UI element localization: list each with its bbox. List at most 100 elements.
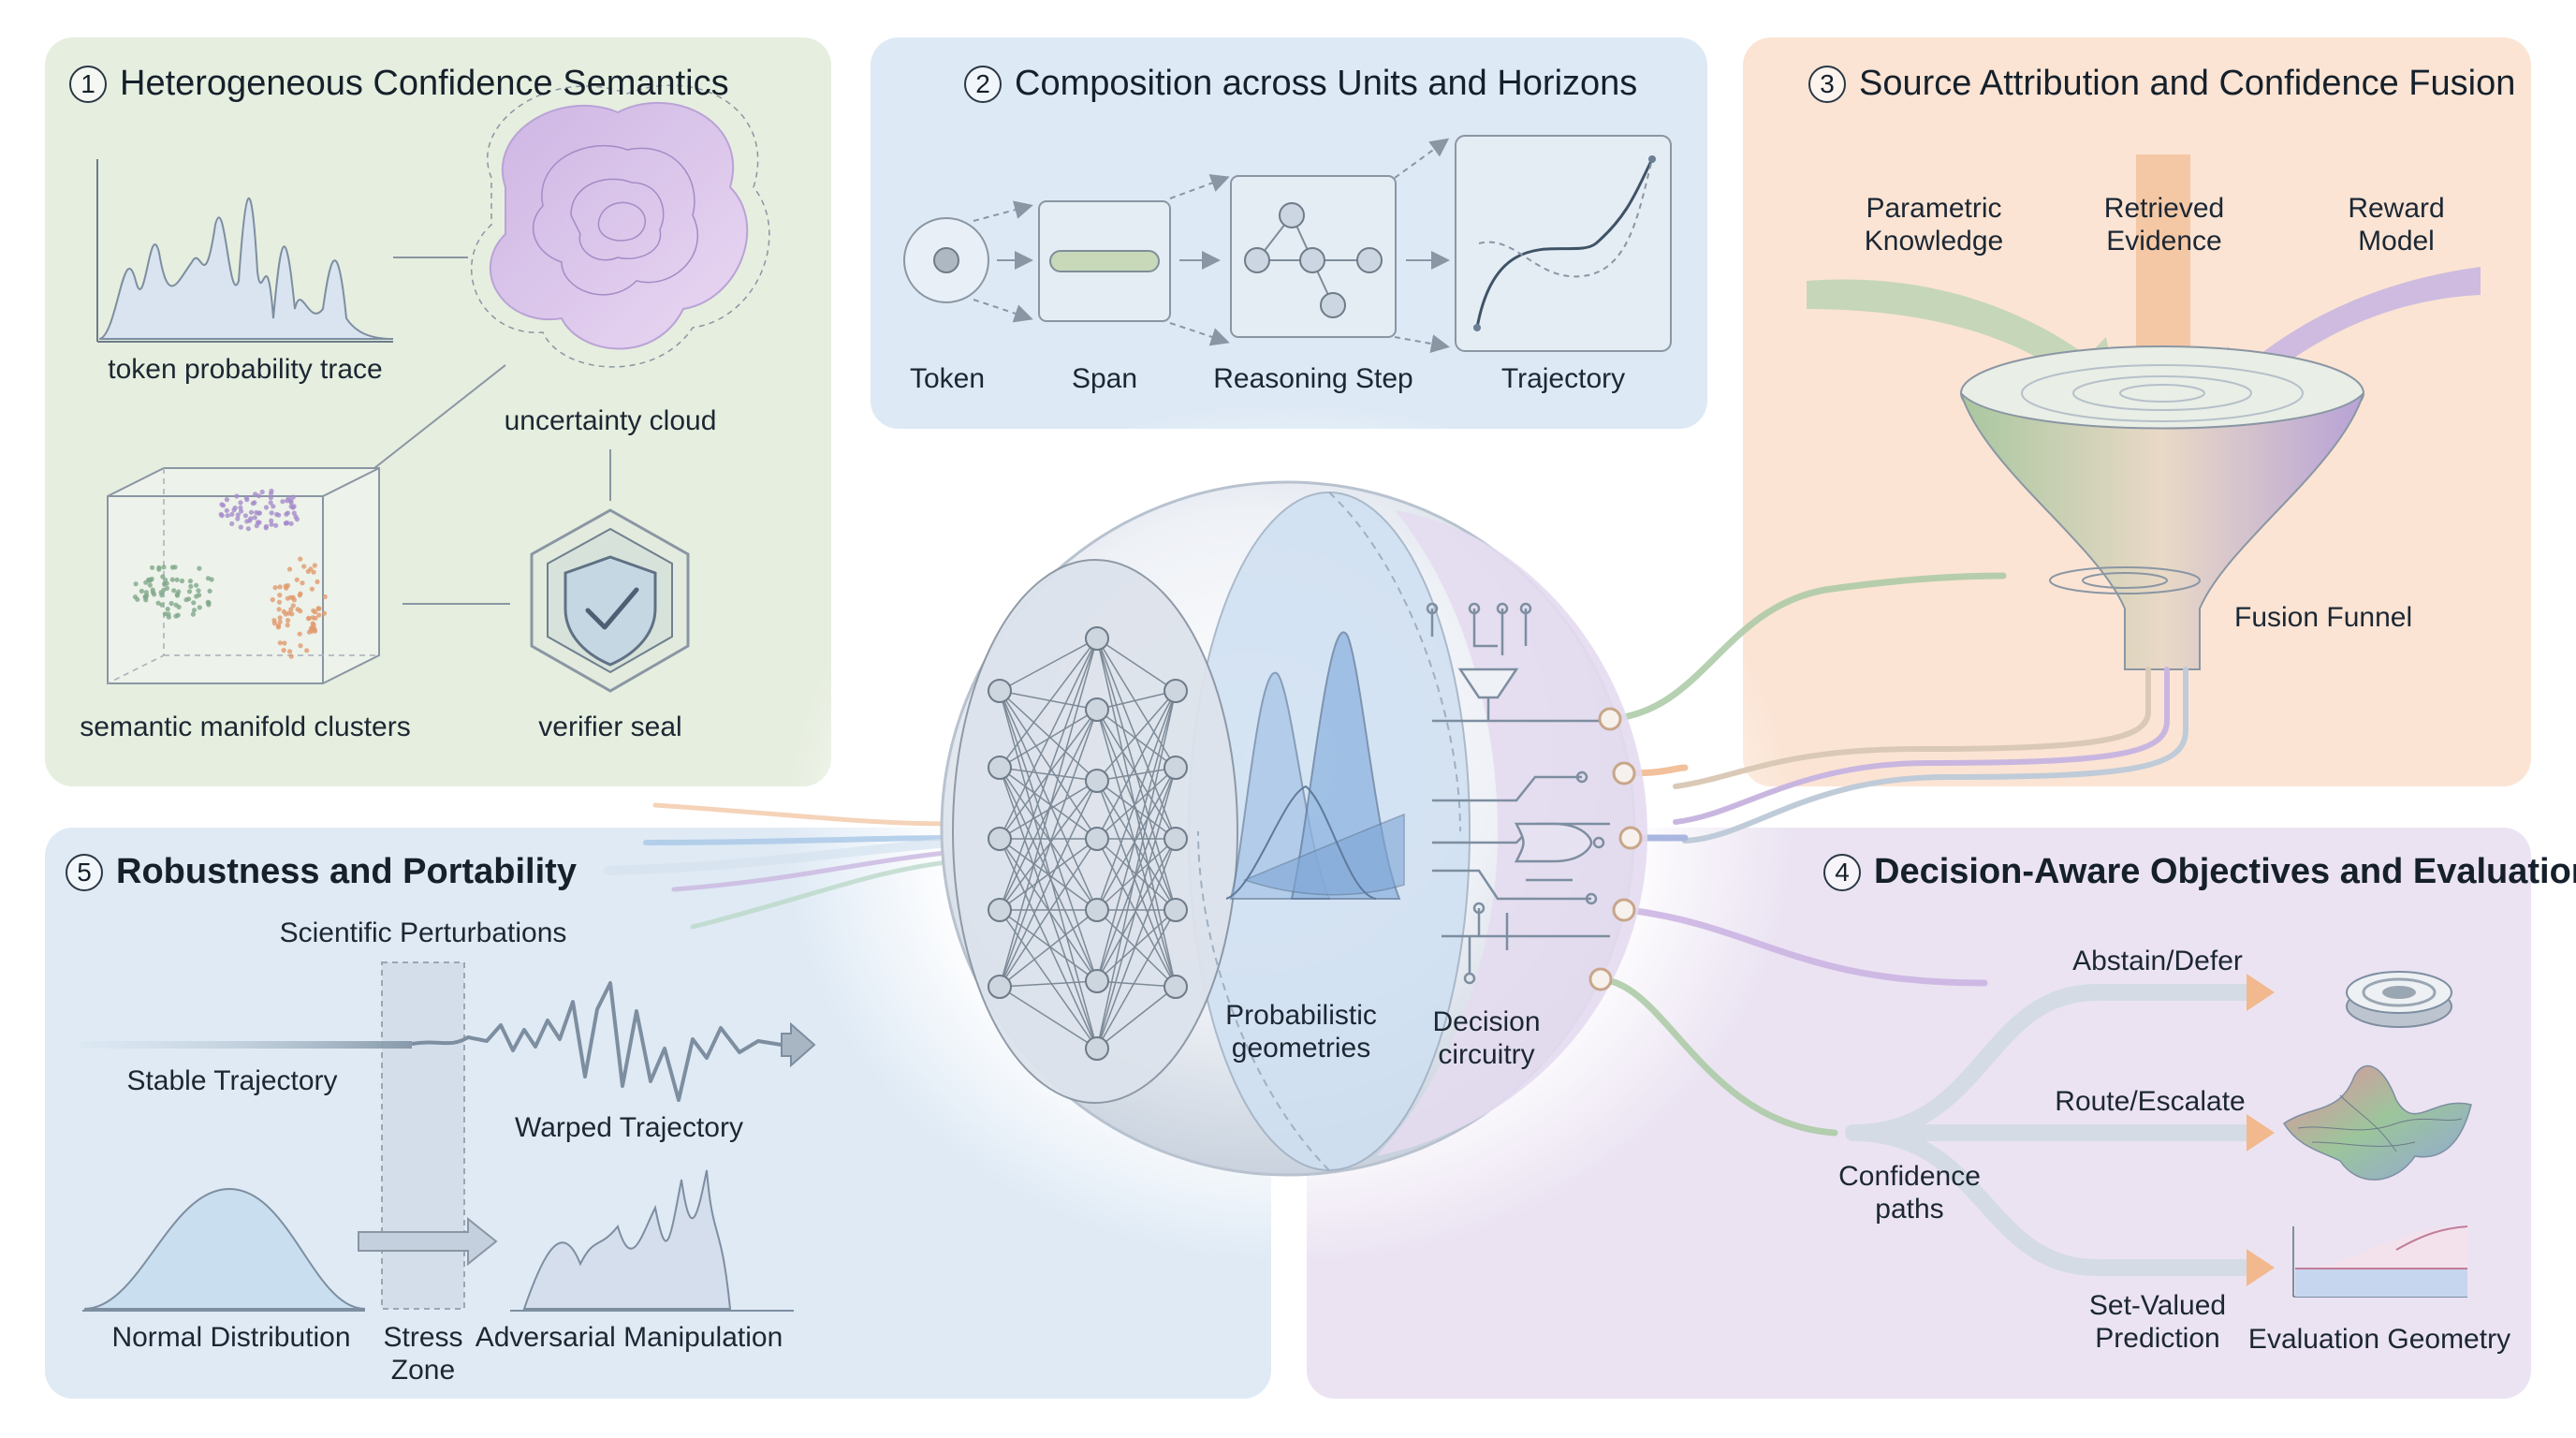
manifold-point [165,607,170,612]
label-confidence-paths: Confidence paths [1838,1161,1981,1225]
normal-distribution [82,1187,366,1312]
network-edge [1096,767,1177,1049]
manifold-point [284,521,289,526]
surface-plot [2282,1064,2472,1181]
manifold-point [169,565,175,570]
manifold-point [161,587,167,593]
manifold-point [224,507,229,513]
label-stress-line-1: Stress [383,1322,463,1353]
span-unit [1038,200,1171,322]
network-edge [1096,909,1177,1049]
manifold-point [252,515,257,521]
manifold-point [304,648,310,653]
manifold-point [277,615,283,621]
network-edge [999,767,1098,1049]
manifold-point [287,649,293,654]
label-probabilistic-geometries: Probabilistic geometries [1225,1000,1377,1064]
output-nodes [1588,707,1643,991]
network-node [1164,898,1188,922]
manifold-point [259,489,265,495]
network-edge [1096,838,1177,1049]
manifold-point [276,607,282,612]
manifold-point [271,618,277,624]
token-unit [903,217,989,303]
manifold-point [293,514,299,520]
manifold-point [248,509,255,515]
manifold-point [270,597,275,603]
panel-2-title: 2 Composition across Units and Horizons [964,64,1637,104]
manifold-point [205,576,211,581]
manifold-point [173,602,179,608]
manifold-point [263,505,270,510]
network-node [1085,1036,1109,1061]
manifold-point [207,588,212,594]
panel-4-title-text: Decision-Aware Objectives and Evaluation [1874,852,2576,891]
manifold-point [132,594,139,600]
confidence-paths [1845,984,2255,1276]
manifold-point [242,513,248,519]
manifold-point [288,500,294,506]
network-node [1164,679,1188,703]
label-adversarial-manipulation: Adversarial Manipulation [475,1322,783,1353]
manifold-point [143,590,149,595]
label-retrieved-line-2: Evidence [2106,225,2222,257]
manifold-point [150,565,155,570]
label-evaluation-geometry: Evaluation Geometry [2247,1324,2511,1355]
manifold-point [186,589,193,594]
network-edge [999,638,1098,840]
manifold-point [244,497,250,503]
manifold-point [168,600,174,607]
network-edge [999,638,1098,911]
manifold-point [288,653,294,659]
manifold-point [159,593,165,598]
manifold-point [283,611,288,617]
network-edge [999,838,1098,1049]
manifold-point [277,584,283,590]
network-edge [999,838,1098,988]
network-edge [1096,780,1177,911]
network-edge [999,690,1098,711]
manifold-point [191,600,197,606]
manifold-point [146,577,152,582]
manifold-point [291,597,297,603]
network-node [1085,898,1109,922]
manifold-point [238,500,243,506]
network-edge [999,638,1098,692]
manifold-point [288,521,294,526]
label-token: Token [909,363,986,394]
manifold-point [297,631,302,637]
output-streams [1597,572,2007,1137]
manifold-point [286,566,293,572]
manifold-point [268,495,273,501]
manifold-point [166,614,171,620]
label-stress-line-2: Zone [390,1354,456,1386]
manifold-point [290,603,296,609]
network-node [1085,827,1109,851]
network-edge [999,909,1098,1049]
network-edge [999,690,1098,1049]
network-edge [1096,690,1177,782]
manifold-point [235,516,241,521]
manifold-point [300,580,305,586]
manifold-point [171,588,177,594]
panel-3-title-text: Source Attribution and Confidence Fusion [1859,64,2516,103]
network-node [1085,969,1109,993]
manifold-point [280,499,285,505]
manifold-point [269,521,274,527]
manifold-point [229,521,235,527]
manifold-point [298,591,303,596]
label-uncertainty-cloud: uncertainty cloud [504,405,717,436]
manifold-point [190,611,196,617]
label-parametric-line-2: Knowledge [1864,225,2004,257]
label-decision-circuitry: Decision circuitry [1432,1006,1540,1071]
network-edge [999,780,1098,988]
label-setval-line-2: Prediction [2095,1322,2220,1354]
panel-3-number: 3 [1808,65,1846,103]
label-parametric-line-1: Parametric [1866,193,2002,224]
manifold-point [306,629,312,635]
manifold-point [263,523,270,529]
manifold-point [276,599,283,605]
manifold-point [312,626,317,633]
uncertainty-cloud [470,84,770,368]
label-parametric-knowledge: Parametric Knowledge [1865,193,2003,257]
